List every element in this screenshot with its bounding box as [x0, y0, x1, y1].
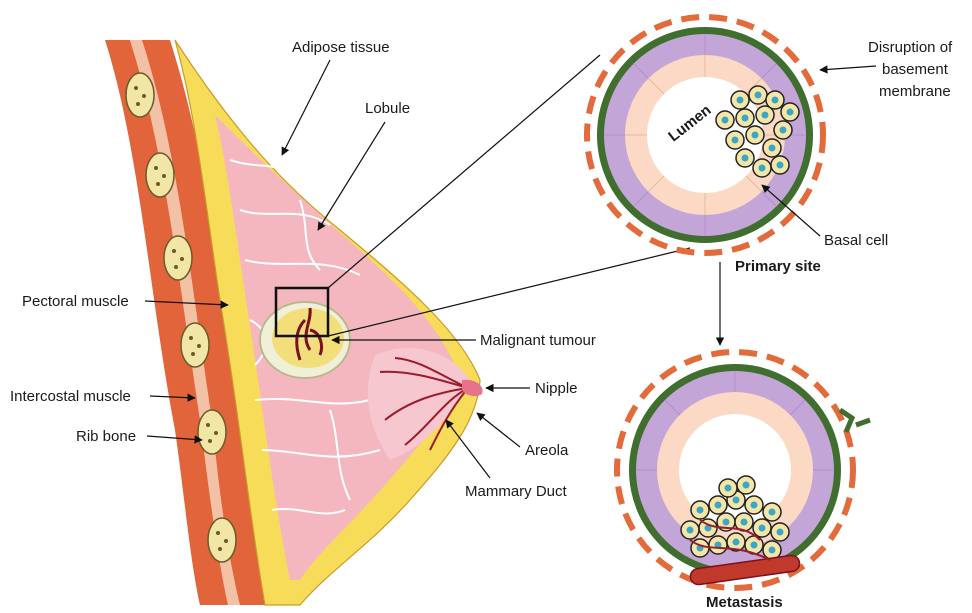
metastasis-illustration: [617, 352, 870, 588]
label-adipose-tissue: Adipose tissue: [292, 39, 390, 56]
label-mammary-duct: Mammary Duct: [465, 483, 568, 500]
zoom-line-top: [328, 55, 600, 288]
membrane-break: [840, 410, 870, 432]
pointer-areola: [477, 413, 520, 447]
label-disruption-line1: Disruption of: [868, 39, 953, 56]
label-areola: Areola: [525, 442, 569, 459]
pointer-adipose-tissue: [282, 60, 330, 155]
label-disruption-line2: basement: [882, 61, 949, 78]
label-disruption-line3: membrane: [879, 83, 951, 100]
label-basal-cell: Basal cell: [824, 232, 888, 249]
label-intercostal-muscle: Intercostal muscle: [10, 388, 131, 405]
label-pectoral-muscle: Pectoral muscle: [22, 293, 129, 310]
pointer-disruption: [820, 66, 876, 70]
label-malignant-tumour: Malignant tumour: [480, 332, 596, 349]
label-rib-bone: Rib bone: [76, 428, 136, 445]
label-lobule: Lobule: [365, 100, 410, 117]
breast-cross-section: [105, 40, 483, 605]
label-metastasis: Metastasis: [706, 594, 783, 611]
primary-site-illustration: [587, 17, 823, 253]
label-primary-site: Primary site: [735, 258, 821, 275]
pointer-lobule: [318, 122, 385, 230]
label-nipple: Nipple: [535, 380, 578, 397]
